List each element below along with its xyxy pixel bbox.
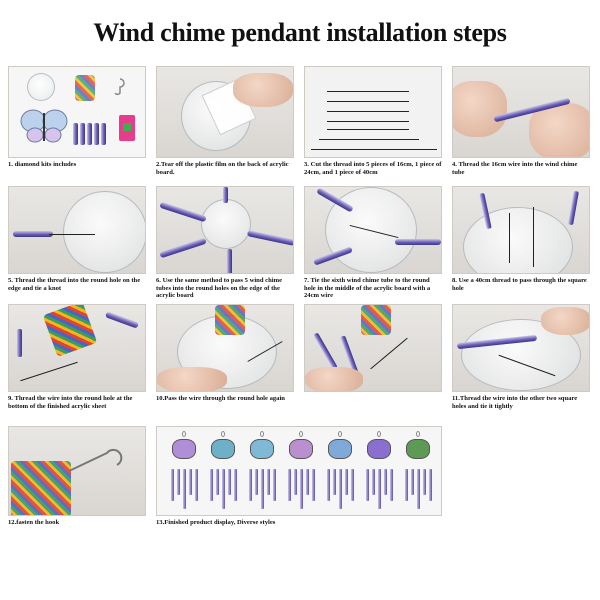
step-12: 12.fasten the hook (8, 426, 146, 527)
step-2-photo (156, 66, 294, 158)
step-6: 6. Use the same method to pass 5 wind ch… (156, 186, 294, 300)
finished-pendant (284, 431, 318, 513)
step-10-caption: 10.Pass the wire through the round hole … (156, 395, 285, 402)
step-13: 13.Finished product display, Diverse sty… (156, 426, 442, 527)
step-7-caption: 7. Tie the sixth wind chime tube to the … (304, 277, 431, 300)
step-13-photo (156, 426, 442, 516)
step-10: 10.Pass the wire through the round hole … (156, 304, 294, 403)
step-5-photo (8, 186, 146, 274)
step-11b: 11.Thread the wire into the other two sq… (452, 304, 590, 410)
step-7-photo (304, 186, 442, 274)
step-11: . (304, 304, 442, 403)
finished-pendant (401, 431, 435, 513)
step-3: 3. Cut the thread into 5 pieces of 16cm,… (304, 66, 442, 176)
step-1-photo (8, 66, 146, 158)
step-3-caption: 3. Cut the thread into 5 pieces of 16cm,… (304, 161, 442, 176)
step-6-caption: 6. Use the same method to pass 5 wind ch… (156, 277, 283, 300)
step-9-photo (8, 304, 146, 392)
hook-icon (114, 78, 125, 96)
step-11b-photo (452, 304, 590, 392)
step-4-photo (452, 66, 590, 158)
finished-pendant (206, 431, 240, 513)
finished-pendant (167, 431, 201, 513)
step-9-caption: 9. Thread the wire into the round hole a… (8, 395, 133, 410)
step-10-photo (156, 304, 294, 392)
step-1-caption: 1. diamond kits includes (8, 161, 77, 168)
step-5-caption: 5. Thread the thread into the round hole… (8, 277, 141, 292)
step-9: 9. Thread the wire into the round hole a… (8, 304, 146, 410)
page-title: Wind chime pendant installation steps (93, 18, 507, 47)
step-6-photo (156, 186, 294, 274)
step-12-photo (8, 426, 146, 516)
step-8-caption: 8. Use a 40cm thread to pass through the… (452, 277, 587, 292)
finished-pendant (323, 431, 357, 513)
step-2-caption: 2.Tear off the plastic film on the back … (156, 161, 289, 176)
step-8-photo (452, 186, 590, 274)
step-7: 7. Tie the sixth wind chime tube to the … (304, 186, 442, 300)
finished-pendant (362, 431, 396, 513)
step-1: 1. diamond kits includes (8, 66, 146, 169)
step-13-caption: 13.Finished product display, Diverse sty… (156, 519, 276, 526)
finished-pendant (245, 431, 279, 513)
butterfly-icon (20, 109, 68, 143)
step-4: 4. Thread the 16cm wire into the wind ch… (452, 66, 590, 176)
step-3-photo (304, 66, 442, 158)
step-5: 5. Thread the thread into the round hole… (8, 186, 146, 292)
hook-icon (68, 448, 123, 472)
step-2: 2.Tear off the plastic film on the back … (156, 66, 294, 176)
step-8: 8. Use a 40cm thread to pass through the… (452, 186, 590, 292)
step-4-caption: 4. Thread the 16cm wire into the wind ch… (452, 161, 578, 176)
step-11-photo (304, 304, 442, 392)
step-11-caption-text: 11.Thread the wire into the other two sq… (452, 395, 578, 410)
step-12-caption: 12.fasten the hook (8, 519, 60, 526)
